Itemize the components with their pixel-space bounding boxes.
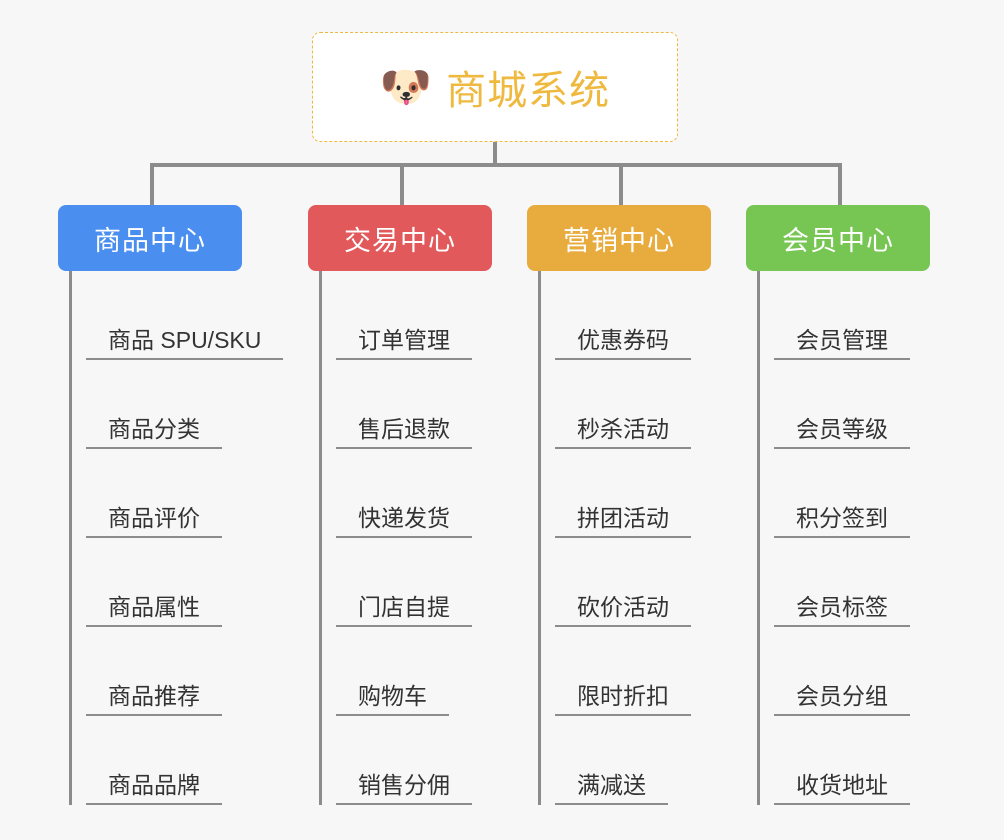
leaf-label: 商品属性 xyxy=(86,594,222,627)
leaf-label: 限时折扣 xyxy=(555,683,691,716)
branch-column-1: 商品中心商品 SPU/SKU 商品分类商品评价商品属性商品推荐商品品牌 xyxy=(58,205,284,805)
leaf-node[interactable]: 会员等级 xyxy=(774,360,930,449)
leaf-label: 会员标签 xyxy=(774,594,910,627)
leaf-node[interactable]: 门店自提 xyxy=(336,538,492,627)
leaf-label: 售后退款 xyxy=(336,416,472,449)
connector-drop-2 xyxy=(400,163,404,207)
leaf-label: 满减送 xyxy=(555,772,668,805)
leaf-node[interactable]: 砍价活动 xyxy=(555,538,711,627)
leaf-node[interactable]: 商品分类 xyxy=(86,360,242,449)
leaf-node[interactable]: 满减送 xyxy=(555,716,711,805)
root-title: 商城系统 xyxy=(446,69,611,113)
leaf-node[interactable]: 快递发货 xyxy=(336,449,492,538)
leaf-node[interactable]: 销售分佣 xyxy=(336,716,492,805)
leaf-node[interactable]: 限时折扣 xyxy=(555,627,711,716)
branch-header[interactable]: 商品中心 xyxy=(58,205,242,271)
leaf-label: 会员分组 xyxy=(774,683,910,716)
leaf-node[interactable]: 积分签到 xyxy=(774,449,930,538)
leaf-label: 会员管理 xyxy=(774,327,910,360)
leaf-node[interactable]: 购物车 xyxy=(336,627,492,716)
leaf-label: 收货地址 xyxy=(774,772,910,805)
branch-header[interactable]: 会员中心 xyxy=(746,205,930,271)
branch-header[interactable]: 营销中心 xyxy=(527,205,711,271)
leaf-label: 商品品牌 xyxy=(86,772,222,805)
leaf-label: 商品分类 xyxy=(86,416,222,449)
branch-leaf-stack: 商品 SPU/SKU 商品分类商品评价商品属性商品推荐商品品牌 xyxy=(69,271,284,805)
branch-leaf-stack: 会员管理会员等级积分签到会员标签会员分组收货地址 xyxy=(757,271,930,805)
branch-column-4: 会员中心会员管理会员等级积分签到会员标签会员分组收货地址 xyxy=(746,205,930,805)
leaf-node[interactable]: 售后退款 xyxy=(336,360,492,449)
leaf-node[interactable]: 会员标签 xyxy=(774,538,930,627)
leaf-label: 砍价活动 xyxy=(555,594,691,627)
leaf-node[interactable]: 商品推荐 xyxy=(86,627,242,716)
branch-leaf-stack: 优惠券码秒杀活动拼团活动砍价活动限时折扣满减送 xyxy=(538,271,711,805)
leaf-label: 订单管理 xyxy=(336,327,472,360)
leaf-node[interactable]: 商品品牌 xyxy=(86,716,242,805)
connector-drop-1 xyxy=(150,163,154,207)
branch-column-2: 交易中心订单管理售后退款快递发货门店自提购物车销售分佣 xyxy=(308,205,492,805)
leaf-label: 购物车 xyxy=(336,683,449,716)
leaf-node[interactable]: 订单管理 xyxy=(336,271,492,360)
leaf-node[interactable]: 商品属性 xyxy=(86,538,242,627)
leaf-node[interactable]: 会员管理 xyxy=(774,271,930,360)
leaf-label: 商品推荐 xyxy=(86,683,222,716)
leaf-node[interactable]: 商品 SPU/SKU xyxy=(86,271,284,360)
connector-horizontal-bar xyxy=(150,163,838,167)
leaf-label: 会员等级 xyxy=(774,416,910,449)
connector-root-stem xyxy=(493,142,497,166)
leaf-node[interactable]: 商品评价 xyxy=(86,449,242,538)
leaf-node[interactable]: 优惠券码 xyxy=(555,271,711,360)
root-node[interactable]: 🐶 商城系统 xyxy=(312,32,678,142)
connector-drop-3 xyxy=(619,163,623,207)
connector-drop-4 xyxy=(838,163,842,207)
branch-header[interactable]: 交易中心 xyxy=(308,205,492,271)
leaf-label: 商品评价 xyxy=(86,505,222,538)
branch-leaf-stack: 订单管理售后退款快递发货门店自提购物车销售分佣 xyxy=(319,271,492,805)
branch-column-3: 营销中心优惠券码秒杀活动拼团活动砍价活动限时折扣满减送 xyxy=(527,205,711,805)
leaf-label: 门店自提 xyxy=(336,594,472,627)
leaf-node[interactable]: 收货地址 xyxy=(774,716,930,805)
dog-face-icon: 🐶 xyxy=(379,63,433,110)
leaf-label: 秒杀活动 xyxy=(555,416,691,449)
leaf-node[interactable]: 会员分组 xyxy=(774,627,930,716)
leaf-label: 积分签到 xyxy=(774,505,910,538)
leaf-node[interactable]: 秒杀活动 xyxy=(555,360,711,449)
leaf-label: 快递发货 xyxy=(336,505,472,538)
leaf-label: 销售分佣 xyxy=(336,772,472,805)
leaf-label: 拼团活动 xyxy=(555,505,691,538)
leaf-node[interactable]: 拼团活动 xyxy=(555,449,711,538)
leaf-label: 优惠券码 xyxy=(555,327,691,360)
leaf-label: 商品 SPU/SKU xyxy=(86,327,284,360)
